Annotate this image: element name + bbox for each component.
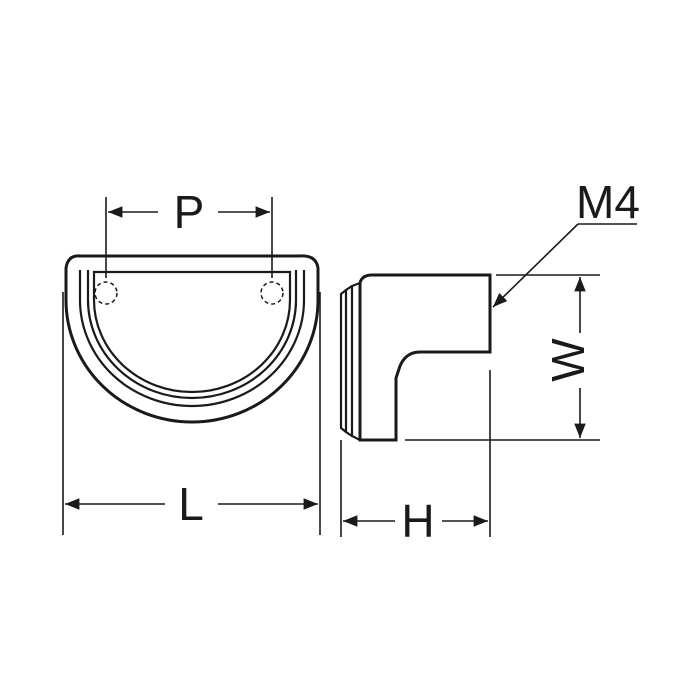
mount-hole-left — [94, 281, 118, 305]
height-label: H — [401, 495, 434, 547]
thread-label: M4 — [576, 176, 640, 228]
thread-callout: M4 — [492, 176, 640, 308]
length-label: L — [178, 478, 204, 530]
handle-outer-edge — [64, 254, 320, 424]
pitch-dimension: P — [105, 186, 273, 278]
front-view — [64, 254, 320, 424]
side-step-3 — [339, 289, 347, 433]
side-view — [339, 273, 492, 442]
mount-hole-right — [260, 281, 284, 305]
side-step-2 — [344, 285, 353, 437]
handle-groove-inner — [86, 270, 298, 400]
side-body-outline — [358, 273, 492, 442]
side-step-1 — [350, 281, 361, 441]
height-dimension: H — [340, 370, 491, 547]
handle-inner-edge — [92, 270, 292, 394]
width-dimension: W — [405, 274, 600, 441]
pitch-label: P — [174, 186, 205, 238]
handle-groove-outer — [78, 270, 306, 408]
length-dimension: L — [62, 292, 321, 535]
width-label: W — [542, 338, 594, 382]
